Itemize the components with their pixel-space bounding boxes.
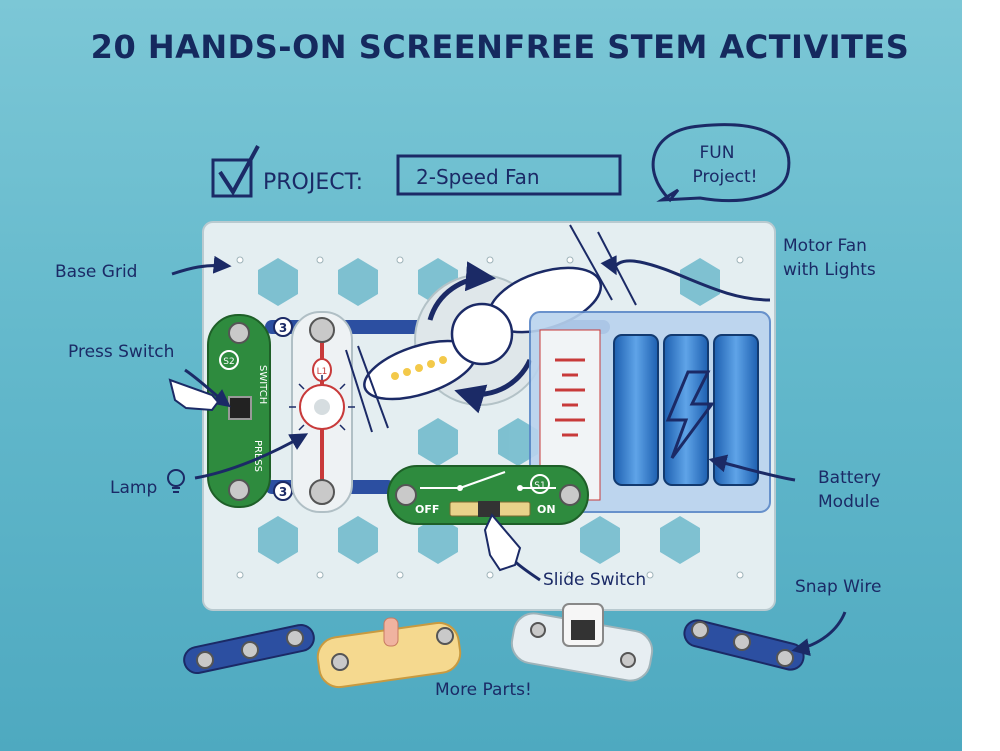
- battery-cell-3: [713, 334, 759, 486]
- lightning-icon: [665, 370, 715, 459]
- battery-cell-1: [613, 334, 659, 486]
- label-motor-fan-2: with Lights: [783, 260, 876, 280]
- arrow-motor-fan: [600, 255, 771, 302]
- label-snap-wire: Snap Wire: [795, 577, 882, 597]
- slide-on-label: ON: [537, 503, 556, 516]
- label-slide-switch: Slide Switch: [543, 570, 647, 590]
- arrow-base-grid: [171, 255, 232, 276]
- label-more-parts: More Parts!: [435, 680, 532, 700]
- arrow-press-switch: [184, 368, 231, 408]
- label-motor-fan-1: Motor Fan: [783, 236, 867, 256]
- check-icon: [218, 145, 260, 196]
- slide-off-label: OFF: [415, 503, 439, 516]
- slide-switch: S1 OFF ON: [387, 465, 589, 525]
- label-battery-1: Battery: [818, 468, 881, 488]
- lamp-module: L1: [289, 311, 355, 513]
- lamp-glow-rays: [289, 375, 355, 431]
- headline: 20 HANDS-ON SCREENFREE STEM ACTIVITES: [90, 28, 910, 66]
- slide-switch-id: S1: [534, 481, 545, 491]
- snap-number-top: 3: [279, 321, 287, 335]
- project-name-box: [396, 154, 622, 196]
- arrow-battery: [708, 454, 796, 482]
- hand-slide-icon: [483, 513, 522, 572]
- press-switch-id: S2: [223, 357, 234, 367]
- press-switch-text-bottom: PRESS: [252, 440, 263, 472]
- label-press-switch: Press Switch: [68, 342, 175, 362]
- slide-knob: [478, 501, 500, 517]
- right-margin: [962, 0, 1000, 751]
- arrow-lamp: [194, 433, 309, 480]
- checkbox: [211, 158, 253, 198]
- project-name: 2-Speed Fan: [416, 165, 540, 189]
- snap-number-bottom: 3: [279, 485, 287, 499]
- speech-bubble: FUN Project!: [651, 123, 791, 203]
- bulb-icon: [167, 469, 185, 493]
- more-parts-group: [183, 603, 805, 689]
- bubble-line1: FUN: [700, 143, 735, 163]
- battery-symbol: [555, 358, 585, 437]
- bubble-line2: Project!: [693, 167, 758, 187]
- label-lamp: Lamp: [110, 478, 158, 498]
- lamp-id: L1: [317, 367, 328, 377]
- press-switch-text-top: SWITCH: [257, 365, 268, 404]
- project-header: PROJECT: 2-Speed Fan: [211, 145, 622, 198]
- press-switch: S2 SWITCH PRESS: [207, 314, 271, 508]
- label-base-grid: Base Grid: [55, 262, 138, 282]
- project-label: PROJECT:: [263, 170, 363, 195]
- hand-pointer-icon: [168, 378, 220, 412]
- arrow-snap-wire: [791, 611, 847, 656]
- grid-holes: [236, 256, 744, 579]
- label-battery-2: Module: [818, 492, 880, 512]
- grid-hexagons: [258, 258, 720, 564]
- fan-lights: [391, 356, 447, 380]
